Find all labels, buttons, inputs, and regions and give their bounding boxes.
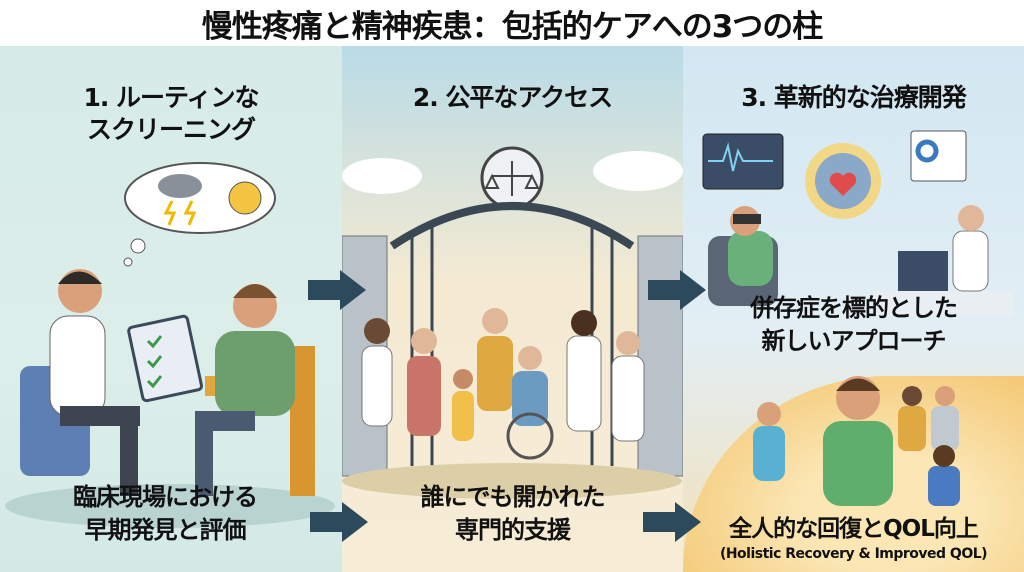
caption-line: 新しいアプローチ <box>761 327 947 355</box>
caption-line: 専門的支援 <box>455 516 571 544</box>
gate-illustration <box>342 146 683 499</box>
page-title: 慢性疼痛と精神疾患：包括的ケアへの3つの柱 <box>201 8 824 45</box>
pillar-innovation: 3. 革新的な治療開発 併存症を標的とした 新しいアプローチ 全人的な回復とQO… <box>683 46 1024 572</box>
innovation-illustration <box>702 130 1013 316</box>
caption-line: 誰にでも開かれた <box>420 483 606 511</box>
caption-line: 臨床現場における <box>73 483 258 511</box>
doctor-figure <box>20 269 140 496</box>
caption-line: 早期発見と評価 <box>84 516 247 544</box>
outcome-subtitle: (Holistic Recovery & Improved QOL) <box>719 546 988 562</box>
outcome-title: 全人的な回復とQOL向上 <box>729 516 979 542</box>
pillar-heading: 2. 公平なアクセス <box>412 83 613 112</box>
arrow-right-icon <box>648 270 706 310</box>
recovery-illustration <box>753 376 960 506</box>
caption-line: 併存症を標的とした <box>750 294 958 322</box>
pillar-access: 2. 公平なアクセス 誰にでも開かれた 専門的支援 <box>342 46 683 572</box>
thought-bubble-icon <box>123 162 276 267</box>
patient-figure <box>195 284 315 496</box>
pillar-caption: 併存症を標的とした 新しいアプローチ <box>683 292 1024 358</box>
heading-line: スクリーニング <box>86 115 256 144</box>
heading-line: 1. ルーティンな <box>83 83 259 112</box>
pillar-caption: 誰にでも開かれた 専門的支援 <box>342 481 683 547</box>
pillar-heading: 1. ルーティンな スクリーニング <box>0 82 342 146</box>
pillar-screening: 1. ルーティンな スクリーニング 臨床現場における 早期発見と評価 <box>0 46 342 572</box>
arrow-right-icon <box>310 502 368 542</box>
arrow-right-icon <box>308 270 366 310</box>
pillar-heading: 3. 革新的な治療開発 <box>741 83 967 112</box>
screening-illustration <box>5 162 335 528</box>
arrow-right-icon <box>643 502 701 542</box>
clipboard-icon <box>127 314 204 403</box>
people-group <box>361 308 645 460</box>
pillar-caption: 臨床現場における 早期発見と評価 <box>0 481 330 547</box>
